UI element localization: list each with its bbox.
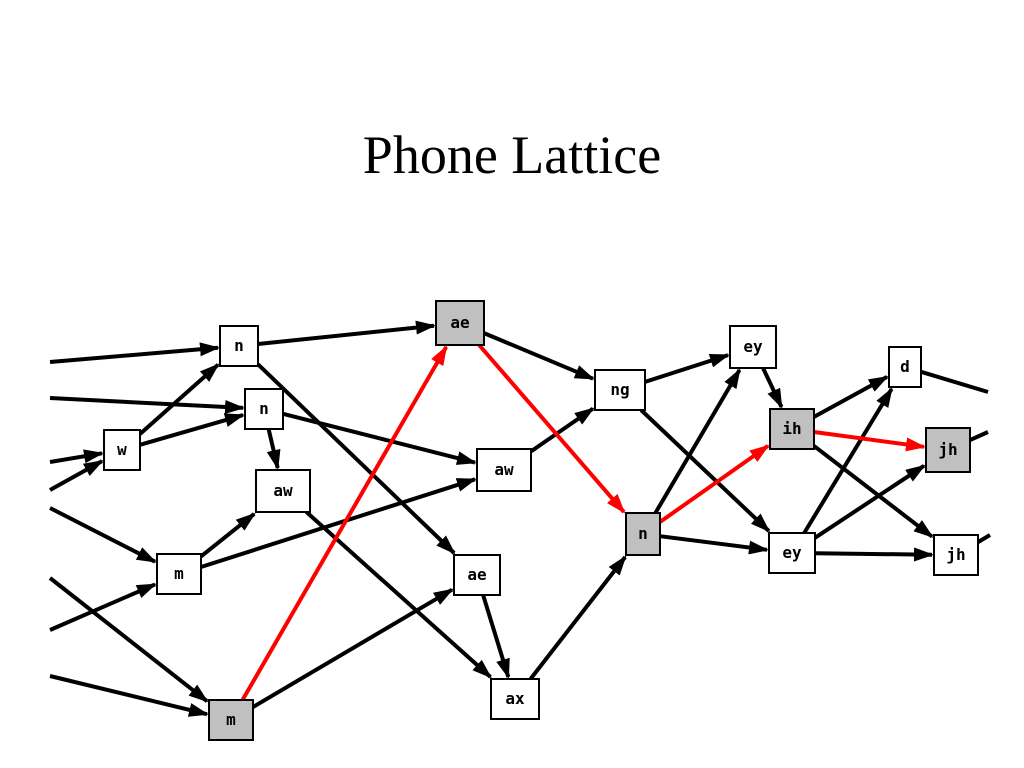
- lattice-edges: [138, 320, 934, 709]
- phone-node-box: [476, 448, 532, 492]
- phone-node-box: [490, 678, 540, 720]
- phone-node-box: [244, 388, 284, 430]
- phone-node-w: w: [103, 429, 141, 471]
- phone-node-ey-top: ey: [729, 325, 777, 369]
- phone-node-box: [933, 534, 979, 576]
- phone-node-n-mid: n: [244, 388, 284, 430]
- phone-node-box: [729, 325, 777, 369]
- best-path-edge-ih-to-jh-top: [813, 430, 926, 452]
- incoming-edge-stub: [48, 576, 209, 703]
- lattice-edge-n-mid-to-aw-left: [266, 428, 281, 470]
- best-path-edge-m-bottom-to-ae-top: [240, 345, 448, 701]
- phone-node-ih: ih: [769, 408, 815, 450]
- incoming-edge-stub: [49, 449, 104, 464]
- lattice-edge-ae-bottom-to-ax: [481, 594, 511, 679]
- phone-node-ax: ax: [490, 678, 540, 720]
- phone-node-label: n: [259, 399, 269, 418]
- phone-node-m-mid: m: [156, 553, 202, 595]
- lattice-edge-ng-to-ey-top: [644, 353, 730, 384]
- best-path-edge-ae-top-to-n-right: [477, 343, 626, 514]
- phone-node-label: jh: [946, 545, 965, 564]
- phone-node-label: m: [226, 710, 236, 729]
- phone-node-n-top: n: [219, 325, 259, 367]
- phone-node-ae-top: ae: [435, 300, 485, 346]
- lattice-edge-ih-to-d: [813, 375, 889, 419]
- lattice-edge-ng-to-ey-bottom: [639, 408, 771, 533]
- phone-node-aw-mid: aw: [476, 448, 532, 492]
- incoming-edge-stub: [49, 342, 220, 364]
- slide-title: Phone Lattice: [362, 125, 662, 185]
- incoming-edge-stub: [49, 582, 157, 632]
- phone-node-jh-bottom: jh: [933, 534, 979, 576]
- phone-node-ae-bottom: ae: [453, 554, 501, 596]
- lattice-edge-w-to-n-mid: [139, 413, 245, 447]
- phone-node-label: ng: [610, 380, 629, 399]
- phone-node-box: [255, 469, 311, 513]
- phone-node-label: ih: [782, 419, 801, 438]
- lattice-edge-ey-bottom-to-jh-top: [813, 464, 926, 540]
- lattice-edge-n-right-to-ey-bottom: [659, 534, 769, 555]
- phone-node-d: d: [888, 346, 922, 388]
- lattice-edge-n-top-to-ae-bottom: [256, 362, 456, 555]
- best-path-edge-n-right-to-ih: [658, 444, 770, 524]
- phone-node-label: d: [900, 357, 910, 376]
- lattice-edge-ey-bottom-to-jh-bottom: [814, 547, 934, 562]
- incoming-edge-stub: [49, 506, 157, 564]
- phone-node-ng: ng: [594, 369, 646, 411]
- phone-node-label: aw: [494, 460, 514, 479]
- phone-node-label: ax: [505, 689, 525, 708]
- phone-node-label: jh: [938, 440, 957, 459]
- lattice-edge-ih-to-jh-bottom: [812, 444, 934, 539]
- phone-node-m-bottom: m: [208, 699, 254, 741]
- outgoing-edge-stub: [920, 369, 989, 394]
- phone-node-box: [768, 532, 816, 574]
- phone-node-aw-left: aw: [255, 469, 311, 513]
- outgoing-edge-stub: [976, 533, 992, 544]
- phone-node-box: [156, 553, 202, 595]
- phone-node-label: n: [638, 524, 648, 543]
- incoming-edge-stub: [49, 396, 245, 414]
- phone-node-ey-bottom: ey: [768, 532, 816, 574]
- lattice-edge-m-mid-to-aw-mid: [200, 477, 477, 569]
- phone-node-box: [453, 554, 501, 596]
- lattice-edge-n-mid-to-aw-mid: [282, 411, 477, 465]
- lattice-edge-aw-mid-to-ng: [529, 406, 595, 454]
- phone-node-box: [594, 369, 646, 411]
- outgoing-edge-stub: [969, 430, 989, 442]
- incoming-edge-stub: [49, 459, 104, 492]
- lattice-nodes: n ae n w aw aw m m ae ax ng n ey ih ey d jh jh: [103, 300, 979, 741]
- phone-node-label: ae: [467, 565, 486, 584]
- phone-node-box: [208, 699, 254, 741]
- lattice-edge-m-bottom-to-ae-bottom: [251, 587, 454, 709]
- phone-node-box: [925, 427, 971, 473]
- lattice-edge-w-to-n-top: [138, 363, 220, 436]
- phone-node-box: [888, 346, 922, 388]
- lattice-edge-n-right-to-ey-top: [653, 368, 742, 515]
- phone-node-label: ey: [743, 337, 763, 356]
- phone-node-n-right: n: [625, 512, 661, 556]
- phone-node-label: w: [117, 440, 127, 459]
- incoming-edge-stub: [49, 674, 209, 717]
- lattice-edge-ax-to-n-right: [528, 555, 627, 681]
- offscreen-edges: [48, 342, 992, 717]
- phone-node-label: aw: [273, 481, 293, 500]
- phone-node-label: m: [174, 564, 184, 583]
- phone-node-box: [435, 300, 485, 346]
- lattice-edge-ey-bottom-to-d: [802, 387, 894, 535]
- phone-node-box: [219, 325, 259, 367]
- phone-node-box: [625, 512, 661, 556]
- lattice-edge-ae-top-to-ng: [483, 331, 595, 381]
- phone-node-jh-top: jh: [925, 427, 971, 473]
- phone-node-label: ey: [782, 543, 802, 562]
- lattice-edge-n-top-to-ae-top: [257, 320, 436, 346]
- phone-node-label: ae: [450, 313, 469, 332]
- phone-node-label: n: [234, 336, 244, 355]
- lattice-edge-m-mid-to-aw-left: [199, 512, 256, 558]
- phone-node-box: [103, 429, 141, 471]
- lattice-edge-ey-top-to-ih: [761, 367, 784, 409]
- phone-node-box: [769, 408, 815, 450]
